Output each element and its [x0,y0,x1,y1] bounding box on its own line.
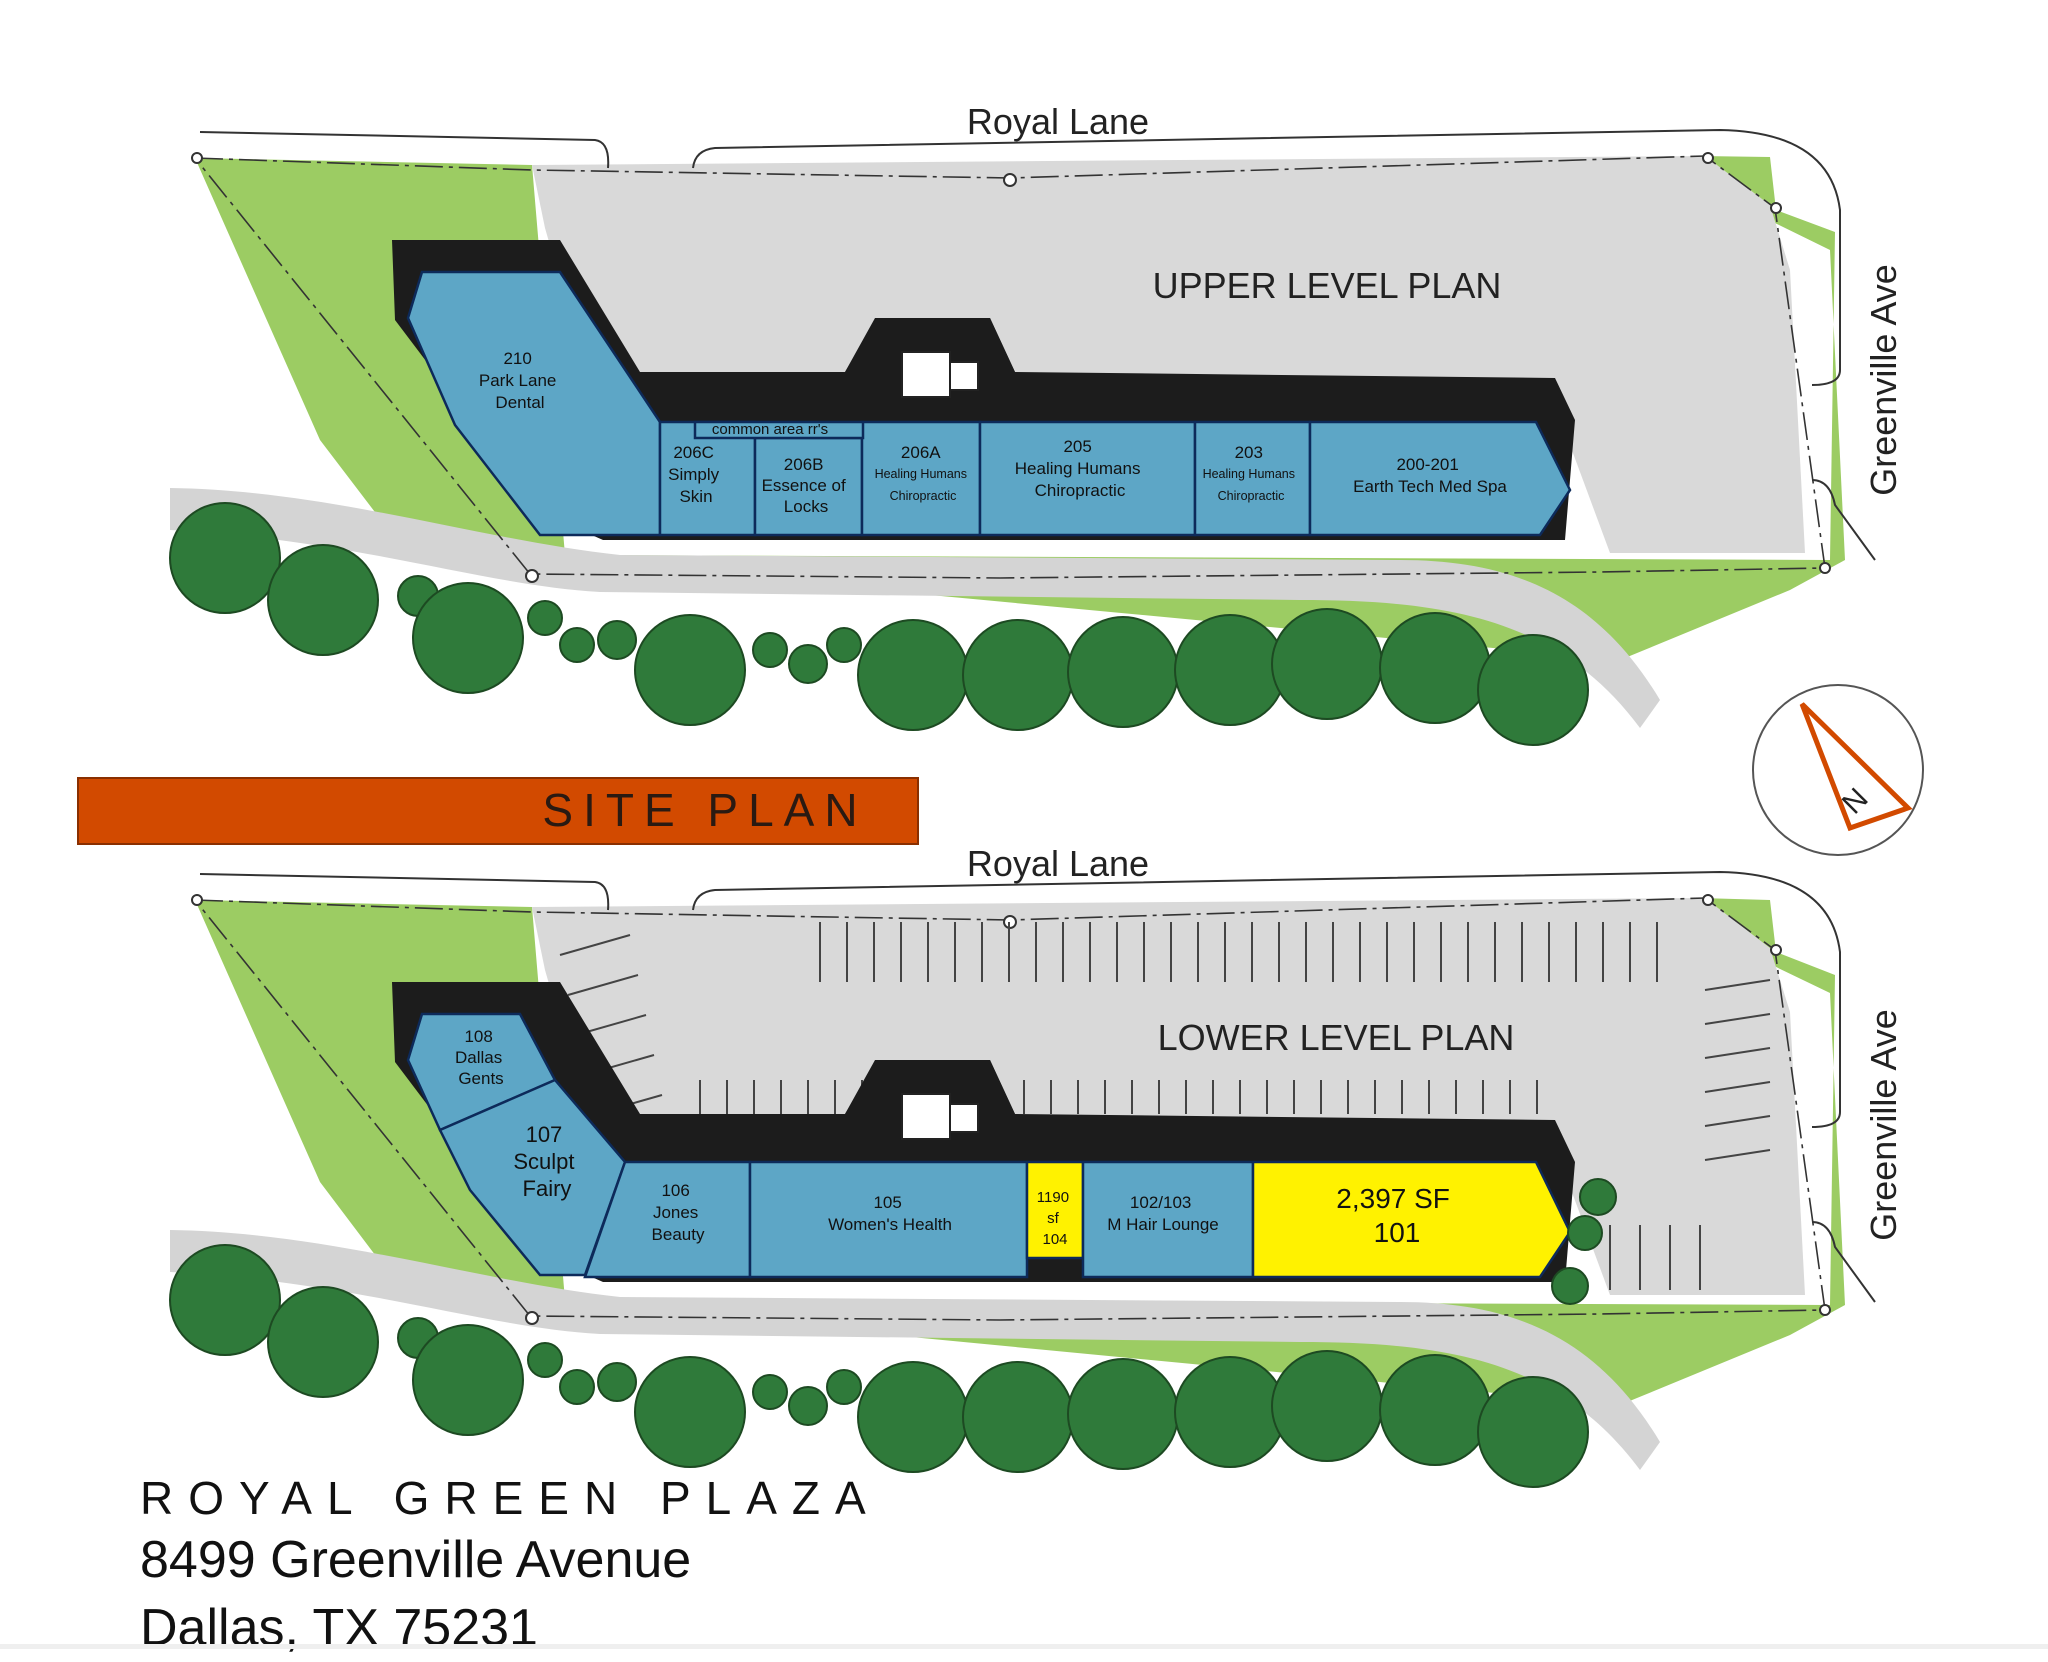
suite-label: 2,397 SF 101 [1336,1183,1457,1248]
lower-trees [169,1178,1617,1488]
lower-sidewalk [170,1230,1660,1470]
parking-stall-line [567,974,639,996]
parking-stall-line [1704,1115,1771,1127]
suite-label: 107 Sculpt Fairy [513,1122,580,1201]
suite-label: 205 Healing Humans Chiropractic [1015,437,1145,500]
property-info: ROYAL GREEN PLAZA 8499 Greenville Avenue… [140,1470,881,1662]
suite-label: 1190 sf 104 [1037,1189,1073,1248]
suite-200-201 [1308,420,1572,537]
suite-label: 102/103 M Hair Lounge [1107,1193,1219,1234]
common-area-restrooms [693,420,865,440]
suite-label: 206C Simply Skin [668,443,724,506]
parking-stall-line [1704,979,1771,991]
upper-level-plan [169,128,1876,746]
site-plan-banner: SITE PLAN [77,777,919,845]
upper-trees [169,502,1589,746]
suite-101 [1251,1160,1572,1279]
suite-105 [748,1160,1029,1279]
suite-label: 206B Essence of Locks [762,455,851,516]
suite-label: 106 Jones Beauty [652,1181,705,1244]
upper-sidewalk [170,488,1660,728]
bottom-strip [0,1644,2048,1649]
suite-210 [406,270,662,537]
upper-property-line [194,155,1826,579]
suite-label: 210 Park Lane Dental [479,349,561,412]
greenville-ave-label-lower: Greenville Ave [1863,1009,1904,1240]
suite-label: 206A Healing Humans Chiropractic [875,443,972,503]
upper-level-title: UPPER LEVEL PLAN [1153,265,1502,306]
parking-stall-line [559,934,631,956]
parking-stall-line [1704,1013,1771,1025]
lower-level-plan [169,870,1876,1488]
common-area-label: common area rr's [712,421,828,438]
lower-parking-stalls [559,922,1771,1290]
address-line-2: Dallas, TX 75231 [140,1599,538,1657]
royal-lane-label-lower: Royal Lane [967,843,1149,884]
parking-stall-line [1704,1047,1771,1059]
north-arrow: N [1752,684,1924,856]
lower-level-title: LOWER LEVEL PLAN [1158,1017,1515,1058]
parking-stall-line [1704,1081,1771,1093]
greenville-ave-label-upper: Greenville Ave [1863,264,1904,495]
lower-property-line [194,897,1826,1321]
suite-label: 105 Women's Health [828,1193,952,1234]
address-line-1: 8499 Greenville Avenue [140,1531,692,1589]
suite-label: 200-201 Earth Tech Med Spa [1353,455,1507,496]
royal-lane-label-upper: Royal Lane [967,101,1149,142]
upper-parking-lot [532,156,1805,553]
lower-parking-lot [532,898,1805,1295]
site-plan-label: SITE PLAN [542,784,867,836]
property-name: ROYAL GREEN PLAZA [140,1472,881,1524]
suite-label: 108 Dallas Gents [455,1027,507,1088]
suite-label: 203 Healing Humans Chiropractic [1203,443,1300,503]
parking-stall-line [1704,1149,1771,1161]
